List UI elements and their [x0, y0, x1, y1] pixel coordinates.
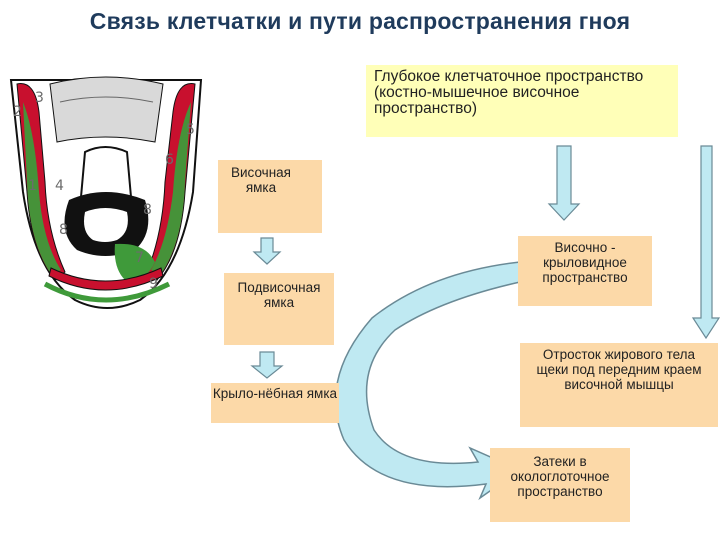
figure-label: 7 — [135, 250, 144, 266]
tongue-region — [114, 243, 155, 281]
figure-label: 8 — [59, 222, 68, 238]
temporal-fossa-text: Височная ямка — [231, 165, 291, 195]
arrow-down-icon — [250, 351, 284, 379]
buccal-fat-process-box: Отросток жирового тела щеки под передним… — [520, 343, 718, 427]
temporo-pterygoid-space-text: Височно - крыловидное пространство — [542, 240, 628, 285]
figure-label: 3 — [35, 90, 44, 106]
page-title: Связь клетчатки и пути распространения г… — [89, 8, 631, 34]
left-fat-region — [23, 102, 61, 274]
figure-label: 4 — [55, 178, 64, 194]
figure-label: 6 — [165, 152, 174, 168]
arrow-down-icon — [547, 145, 581, 221]
skull-base-bone — [49, 76, 164, 143]
buccal-fat-process-text: Отросток жирового тела щеки под передним… — [536, 347, 702, 392]
mandible-muscle-ring — [48, 267, 164, 291]
figure-label: 1 — [28, 178, 37, 194]
deep-space-text: Глубокое клетчаточное пространство (кост… — [374, 68, 644, 117]
temporal-fossa-box: Височная ямка — [218, 160, 322, 233]
figure-label: 2 — [13, 104, 22, 120]
deep-space-box: Глубокое клетчаточное пространство (кост… — [366, 65, 678, 137]
temporo-pterygoid-space-box: Височно - крыловидное пространство — [518, 236, 652, 306]
skull-cross-section-figure: 1 2 3 4 5 6 7 8 8 9 — [9, 76, 203, 309]
pterygopalatine-fossa-box: Крыло-нёбная ямка — [211, 383, 339, 423]
curved-arrow-icon — [334, 261, 522, 501]
parapharyngeal-leaks-box: Затеки в окологлоточное пространство — [490, 448, 630, 522]
figure-label: 9 — [149, 276, 158, 292]
infratemporal-fossa-box: Подвисочная ямка — [224, 273, 334, 345]
arrow-down-icon — [252, 237, 282, 265]
arrow-down-icon — [691, 145, 720, 340]
infratemporal-fossa-text: Подвисочная ямка — [237, 280, 321, 310]
figure-label: 8 — [143, 202, 152, 218]
pterygopalatine-fossa-text: Крыло-нёбная ямка — [212, 386, 338, 401]
figure-label: 5 — [186, 122, 195, 138]
right-fat-region — [151, 102, 191, 274]
parapharyngeal-leaks-text: Затеки в окологлоточное пространство — [510, 454, 610, 499]
